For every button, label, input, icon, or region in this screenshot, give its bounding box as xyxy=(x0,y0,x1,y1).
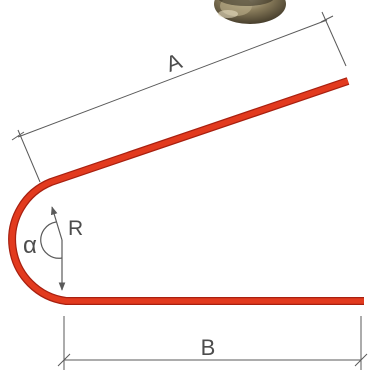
dimension-a-extension-left xyxy=(17,129,41,183)
dimension-b: B xyxy=(57,316,368,370)
bent-tube xyxy=(8,77,364,305)
dimension-a-extension-right xyxy=(321,11,347,67)
dimension-b-tick-right xyxy=(354,353,368,367)
bronze-fitting-icon xyxy=(214,0,286,24)
radius-arrow-up xyxy=(50,206,63,241)
dimension-a-tick-left xyxy=(11,131,25,141)
dimension-a-label: A xyxy=(163,48,186,77)
radius-label: R xyxy=(68,217,83,240)
dimension-b-label: B xyxy=(201,335,216,360)
dimension-a-line xyxy=(17,19,328,138)
angle-label: α xyxy=(23,232,37,259)
angle-arc xyxy=(40,221,63,259)
dimension-b-tick-left xyxy=(57,353,71,367)
dimension-a-tick-right xyxy=(320,15,334,23)
bend-radius-indicator: R α xyxy=(23,206,83,291)
